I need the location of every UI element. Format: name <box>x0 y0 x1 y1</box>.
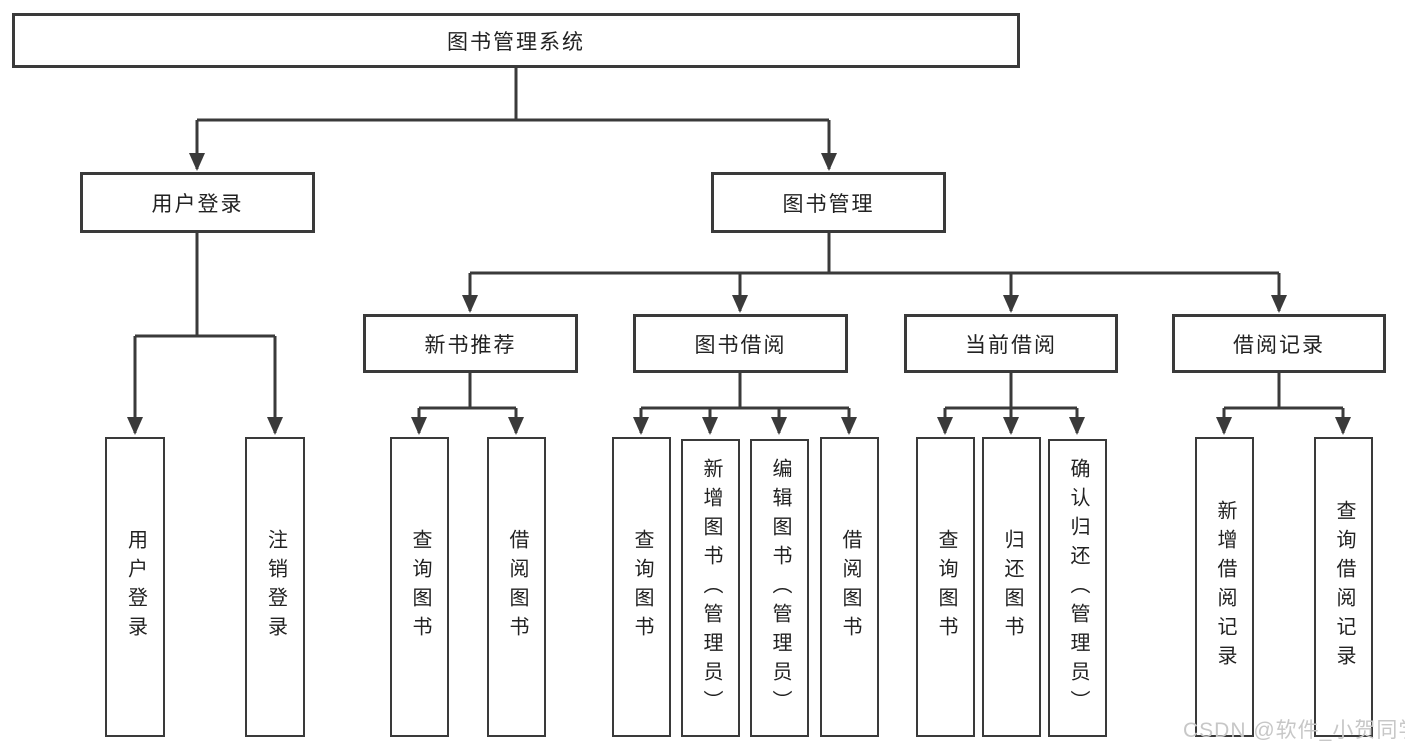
leaf-bb-query-books: 查询图书 <box>612 437 671 737</box>
leaf-bb-borrow-books: 借阅图书 <box>820 437 879 737</box>
leaf-bb-add-books-admin-label: 新增图书（管理员） <box>700 457 722 719</box>
connector-borrow-records-rail <box>1224 373 1343 410</box>
leaf-logout-label: 注销登录 <box>264 529 287 645</box>
leaf-bb-edit-books-admin: 编辑图书（管理员） <box>750 439 809 737</box>
leaf-user-login: 用户登录 <box>105 437 165 737</box>
node-current-borrowing-label: 当前借阅 <box>965 333 1057 357</box>
node-borrowing-records: 借阅记录 <box>1172 314 1386 373</box>
leaf-bb-add-books-admin: 新增图书（管理员） <box>681 439 740 737</box>
node-book-management-label: 图书管理 <box>782 192 875 216</box>
connector-book-borrow-rail <box>641 373 849 410</box>
leaf-logout: 注销登录 <box>245 437 305 737</box>
leaf-cb-query-books: 查询图书 <box>916 437 975 737</box>
leaf-br-add-record-label: 新增借阅记录 <box>1214 500 1236 674</box>
node-new-book-recommend-label: 新书推荐 <box>424 333 517 357</box>
leaf-br-query-record-label: 查询借阅记录 <box>1333 500 1355 674</box>
node-book-borrowing-label: 图书借阅 <box>694 333 787 357</box>
connector-current-borrow-rail <box>945 373 1077 410</box>
node-book-management: 图书管理 <box>711 172 946 233</box>
node-borrowing-records-label: 借阅记录 <box>1233 333 1325 357</box>
connector-user-login-rail <box>135 233 275 338</box>
leaf-cb-confirm-return-admin-label: 确认归还（管理员） <box>1067 457 1089 719</box>
leaf-nb-query-books: 查询图书 <box>390 437 449 737</box>
leaf-br-add-record: 新增借阅记录 <box>1195 437 1254 737</box>
leaf-cb-confirm-return-admin: 确认归还（管理员） <box>1048 439 1107 737</box>
node-root: 图书管理系统 <box>12 13 1020 68</box>
connector-new-book-rail <box>419 373 516 410</box>
node-book-borrowing: 图书借阅 <box>633 314 848 373</box>
node-user-login: 用户登录 <box>80 172 315 233</box>
leaf-nb-borrow-books-label: 借阅图书 <box>506 529 528 645</box>
leaf-user-login-label: 用户登录 <box>124 529 147 645</box>
leaf-nb-borrow-books: 借阅图书 <box>487 437 546 737</box>
node-user-login-label: 用户登录 <box>151 192 244 216</box>
csdn-watermark: CSDN @软件_小贺同学 <box>1183 719 1405 742</box>
leaf-nb-query-books-label: 查询图书 <box>409 529 431 645</box>
node-root-label: 图书管理系统 <box>447 30 585 54</box>
leaf-br-query-record: 查询借阅记录 <box>1314 437 1373 737</box>
leaf-cb-return-books: 归还图书 <box>982 437 1041 737</box>
connector-book-management-rail <box>470 233 1279 275</box>
leaf-cb-query-books-label: 查询图书 <box>935 529 957 645</box>
leaf-bb-query-books-label: 查询图书 <box>631 529 653 645</box>
leaf-bb-borrow-books-label: 借阅图书 <box>839 529 861 645</box>
node-new-book-recommend: 新书推荐 <box>363 314 578 373</box>
node-current-borrowing: 当前借阅 <box>904 314 1118 373</box>
leaf-bb-edit-books-admin-label: 编辑图书（管理员） <box>769 457 791 719</box>
connector-root-rail <box>197 68 829 122</box>
leaf-cb-return-books-label: 归还图书 <box>1001 529 1023 645</box>
